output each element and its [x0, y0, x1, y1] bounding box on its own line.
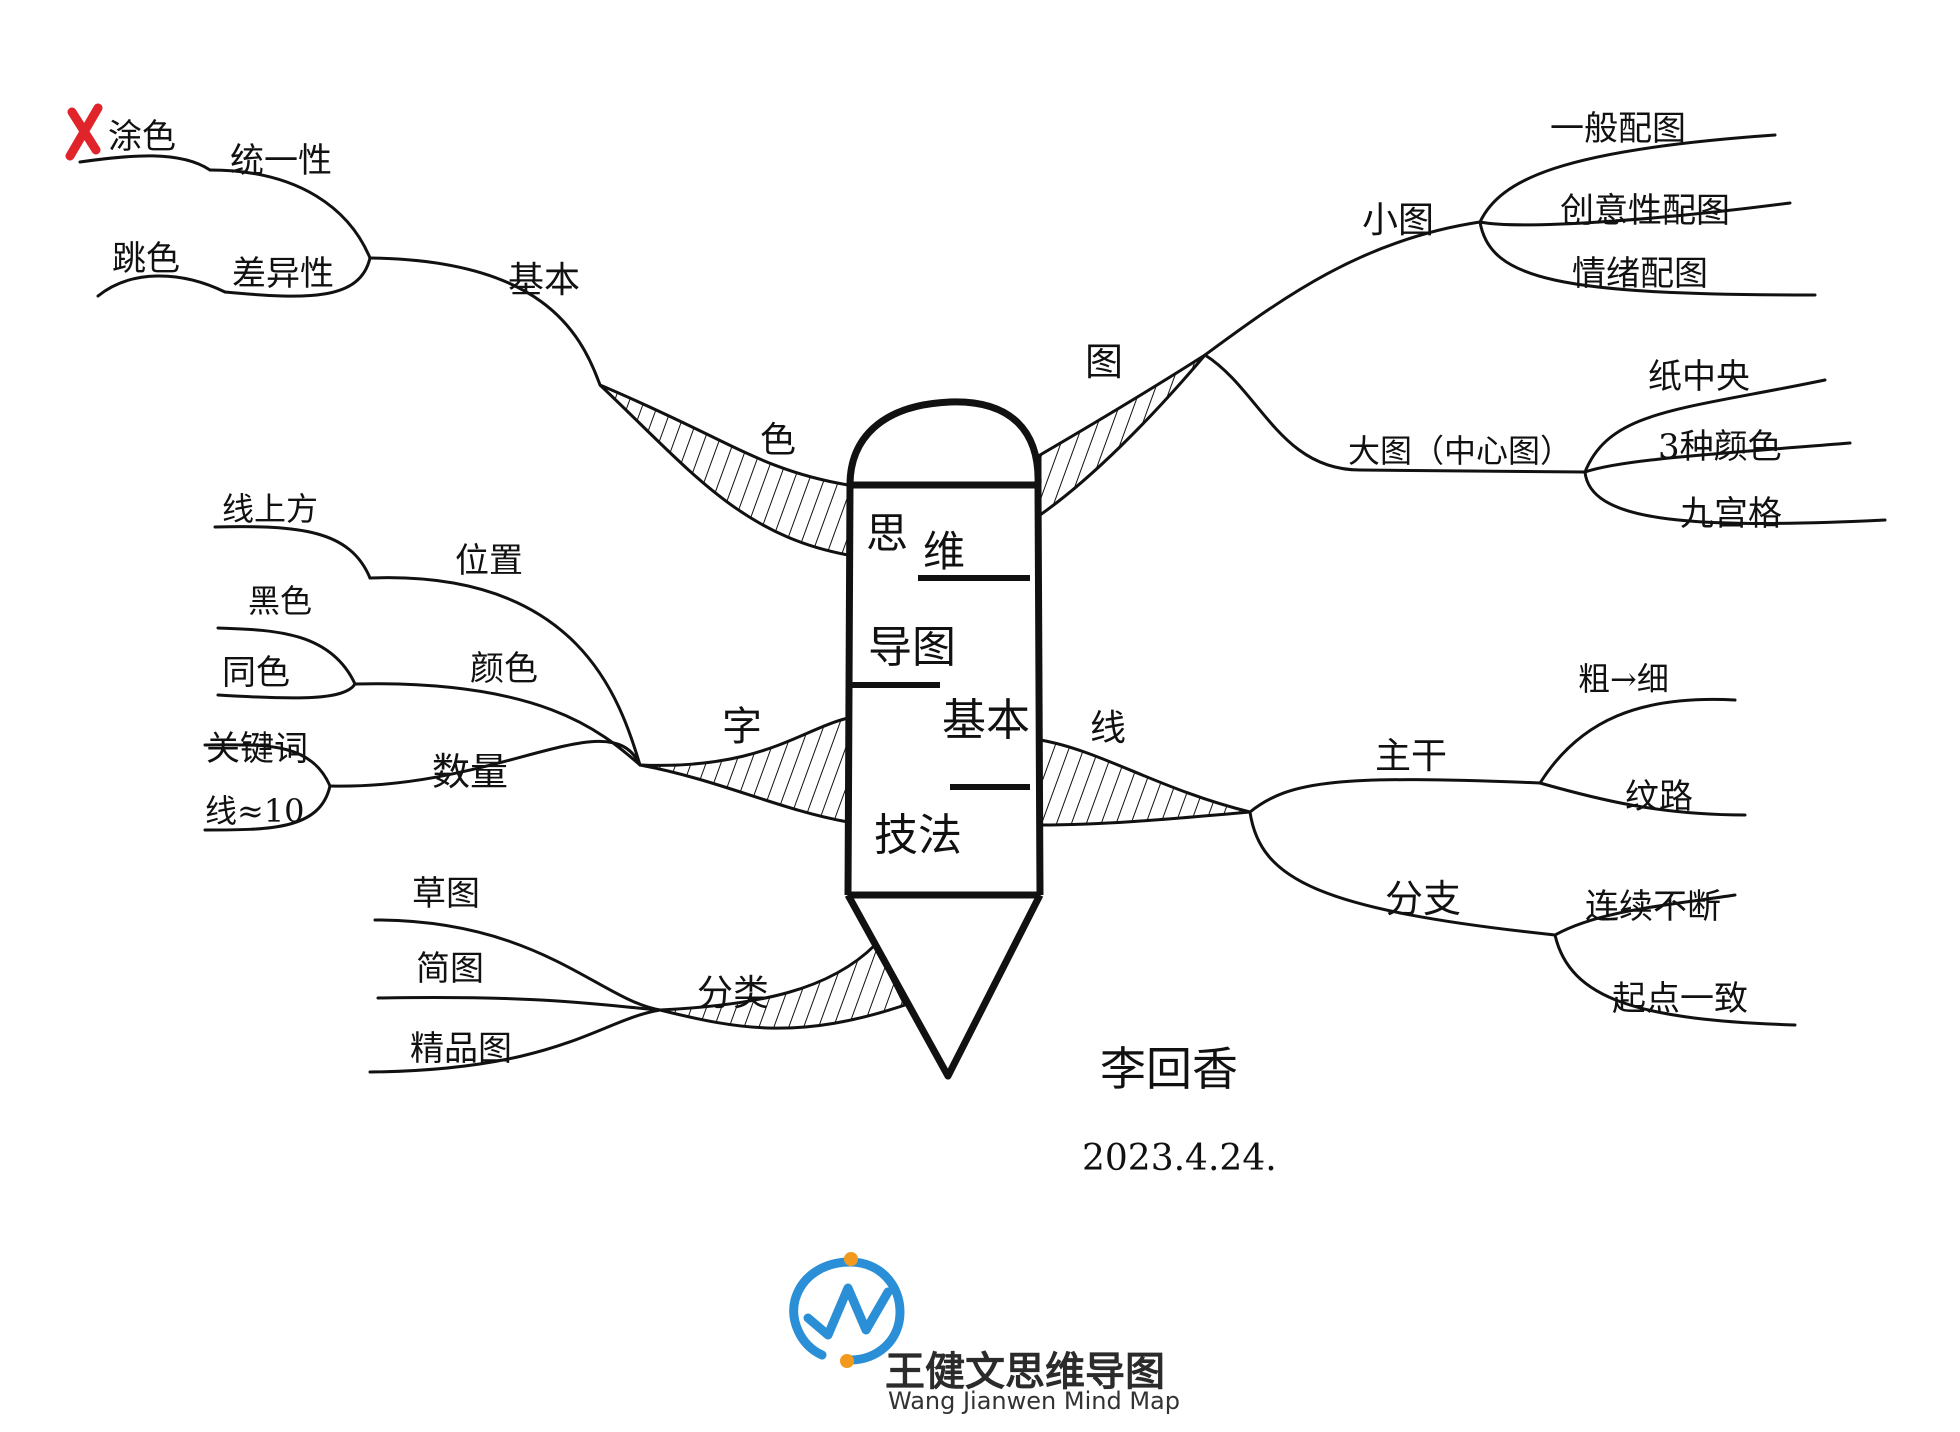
leaf-label-zhizhongyang: 纸中央 [1648, 357, 1750, 397]
leaf-label-guanjianci: 关键词 [206, 729, 308, 769]
sub-label-yanse: 颜色 [470, 649, 538, 689]
leaf-label-chayixing: 差异性 [232, 254, 334, 294]
date-label: 2023.4.24. [1082, 1138, 1277, 1179]
pencil-labels: 思 维 导图 基本 技法 [866, 509, 1030, 861]
jw-logo-icon [789, 1252, 905, 1368]
center-text-jiben: 基本 [942, 695, 1030, 746]
image-branch-labels: 图 小图 一般配图 创意性配图 情绪配图 大图（中心图） 纸中央 3种颜色 九宫… [1085, 109, 1782, 534]
logo-english-name: Wang Jianwen Mind Map [888, 1387, 1180, 1415]
pencil-body [844, 484, 1044, 896]
pencil-cap [846, 398, 1042, 486]
tag-label-tiaose: 跳色 [112, 239, 180, 279]
branch-label-text: 字 [722, 704, 762, 750]
logo-chinese-name: 王健文思维导图 [885, 1349, 1165, 1395]
line-branch-labels: 线 主干 粗→细 纹路 分支 连续不断 起点一致 [1090, 660, 1748, 1019]
sub-label-shuliang: 数量 [432, 750, 508, 794]
category-branch-labels: 分类 草图 简图 精品图 [410, 874, 769, 1069]
branch-shape-color [598, 383, 850, 557]
leaf-label-jiantu: 简图 [416, 949, 484, 989]
leaf-label-xianshangfang: 线上方 [222, 490, 318, 528]
brand-logo: 王健文思维导图 Wang Jianwen Mind Map [789, 1252, 1180, 1415]
branch-label-color: 色 [760, 420, 796, 461]
center-text-daotu: 导图 [868, 622, 956, 673]
leaf-label-tongse: 同色 [222, 653, 290, 693]
sub-label-weizhi: 位置 [455, 541, 523, 581]
branch-shape-line [1038, 738, 1251, 827]
leaf-label-tongyixing: 统一性 [230, 141, 332, 181]
center-text-jifa: 技法 [874, 810, 962, 861]
leaf-label-qidianyizhi: 起点一致 [1612, 979, 1748, 1019]
leaf-label-sanzhongyanse: 3种颜色 [1658, 427, 1782, 467]
center-text-wei: 维 [923, 527, 965, 576]
center-text-si: 思 [866, 509, 908, 558]
branch-label-category: 分类 [697, 973, 769, 1014]
leaf-label-heise: 黑色 [248, 582, 312, 620]
sub-label-fenzhi: 分支 [1385, 877, 1461, 921]
leaf-label-chuangyixingpeitu: 创意性配图 [1560, 191, 1730, 231]
pencil-dividers [852, 575, 1030, 790]
leaf-label-xianshi: 线≈10 [205, 792, 305, 830]
sub-label-zhugan: 主干 [1375, 736, 1447, 777]
leaf-label-cudaoxi: 粗→细 [1578, 660, 1669, 698]
sub-label-xiaotu: 小图 [1362, 200, 1434, 241]
leaf-label-jiugongge: 九宫格 [1680, 494, 1782, 534]
sub-label-jiben: 基本 [508, 260, 580, 301]
leaf-label-caotu: 草图 [412, 874, 480, 914]
sub-label-datu: 大图（中心图） [1348, 432, 1572, 470]
main-branch-shapes [598, 353, 1251, 1030]
branch-lines [78, 133, 1887, 1074]
leaf-label-jingpintu: 精品图 [410, 1029, 512, 1069]
signature: 李回香 2023.4.24. [1082, 1042, 1277, 1179]
tag-label-tuse: 涂色 [108, 117, 176, 157]
text-branch-labels: 字 位置 线上方 颜色 黑色 同色 数量 关键词 线≈10 [205, 490, 762, 830]
branch-label-image: 图 [1085, 340, 1123, 384]
color-branch-labels: 色 基本 统一性 涂色 差异性 跳色 [108, 117, 796, 461]
leaf-label-qingxupeitu: 情绪配图 [1572, 254, 1708, 294]
author-name: 李回香 [1100, 1042, 1238, 1096]
branch-label-line: 线 [1090, 708, 1126, 749]
leaf-label-lianxubuduan: 连续不断 [1585, 887, 1721, 927]
x-mark-icon [65, 103, 103, 161]
leaf-label-wenlu: 纹路 [1625, 777, 1693, 817]
leaf-label-yibanpeitu: 一般配图 [1550, 109, 1686, 149]
branch-shape-image [1038, 353, 1207, 518]
